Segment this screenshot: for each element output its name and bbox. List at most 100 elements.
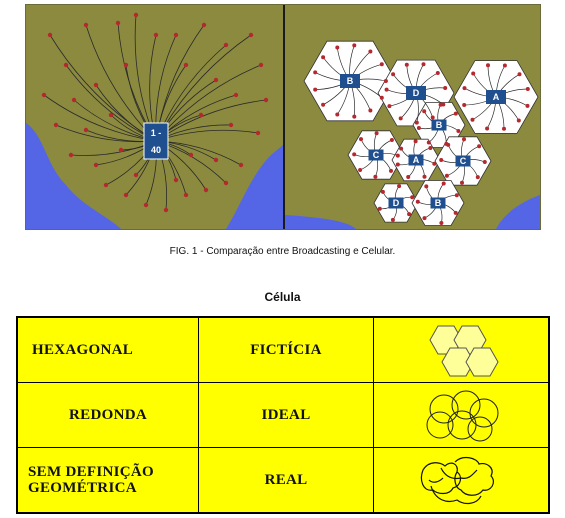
user-dot [133, 172, 139, 178]
user-dot [321, 102, 326, 107]
broadcast-users [41, 12, 269, 213]
user-dot [358, 168, 363, 172]
user-dot [335, 112, 340, 117]
user-dot [213, 157, 219, 163]
kind-cell: REAL [264, 471, 308, 488]
user-dot [422, 216, 427, 221]
user-dot [223, 42, 229, 48]
user-dot [68, 152, 74, 158]
user-dot [173, 177, 179, 183]
user-dot [223, 180, 229, 186]
cell-users [313, 43, 530, 225]
cell-tower-label: C [460, 156, 467, 166]
cell-tower-label: D [413, 88, 420, 98]
user-dot [198, 112, 204, 118]
user-dot [153, 32, 159, 38]
user-dot [517, 72, 522, 77]
shape-line-2: GEOMÉTRICA [28, 480, 137, 496]
user-dot [444, 173, 449, 178]
user-dot [416, 126, 421, 130]
user-dot [233, 92, 239, 98]
left-water [26, 123, 121, 229]
figure-caption: FIG. 1 - Comparação entre Broadcasting e… [169, 246, 396, 257]
cell-tower [455, 155, 471, 167]
round-cells-icon [374, 383, 548, 447]
user-dot [53, 122, 59, 128]
user-dot [163, 207, 169, 213]
user-dot [471, 71, 476, 76]
user-dot [93, 162, 99, 168]
right-water-2 [496, 195, 540, 229]
user-dot [395, 162, 400, 167]
user-dot [228, 122, 234, 128]
user-dot [456, 129, 461, 133]
kind-cell: IDEAL [261, 406, 311, 423]
user-dot [83, 22, 89, 28]
user-dot [407, 212, 412, 217]
user-dot [413, 139, 418, 144]
user-dot [390, 217, 395, 222]
user-dot [103, 182, 109, 188]
user-dot [404, 62, 409, 67]
user-dot [359, 137, 363, 142]
user-dot [446, 142, 451, 147]
table-row: HEXAGONAL FICTÍCIA [18, 318, 548, 382]
user-dot [453, 111, 458, 116]
cell-tower [340, 74, 360, 88]
user-dot [374, 131, 379, 136]
user-dot [389, 168, 393, 173]
user-dot [383, 79, 388, 83]
irregular-cells-icon [374, 448, 548, 512]
cell-tower [406, 86, 426, 100]
cell-tower [408, 154, 424, 166]
user-dot [248, 32, 254, 38]
user-dot [183, 192, 189, 198]
user-dot [143, 202, 149, 208]
user-dot [47, 32, 53, 38]
user-dot [415, 199, 420, 204]
user-dot [321, 55, 326, 60]
cell-tower [486, 90, 506, 104]
user-dot [133, 12, 139, 18]
shape-cell: REDONDA [69, 406, 147, 423]
user-dot [439, 221, 444, 225]
user-dot [525, 87, 530, 91]
user-dot [377, 206, 382, 211]
tower-label-line1: 1 - [151, 128, 162, 138]
cell-tower-label: D [393, 198, 400, 208]
user-dot [373, 174, 378, 179]
user-dot [123, 192, 129, 198]
tower-label-line2: 40 [151, 145, 161, 155]
user-dot [63, 62, 69, 68]
user-dot [123, 62, 129, 68]
user-dot [183, 62, 189, 68]
user-dot [71, 97, 77, 103]
user-dot [213, 77, 219, 83]
user-dot [313, 70, 318, 75]
cell-tower-label: A [413, 155, 420, 165]
user-dot [424, 184, 429, 189]
user-dot [462, 86, 467, 91]
broadcast-link [43, 94, 157, 142]
user-dot [453, 210, 458, 215]
table-row: SEM DEFINIÇÃO GEOMÉTRICA REAL [18, 448, 548, 512]
broadcast-links [43, 14, 267, 211]
user-dot [238, 162, 244, 168]
user-dot [502, 63, 507, 68]
user-dot [387, 104, 392, 109]
user-dot [502, 126, 506, 131]
user-dot [395, 153, 400, 158]
user-dot [368, 108, 373, 113]
cell-tower-label: B [435, 198, 442, 208]
user-dot [470, 117, 475, 122]
user-dot [384, 87, 389, 92]
shape-cell: SEM DEFINIÇÃO GEOMÉTRICA [18, 448, 208, 512]
user-dot [435, 71, 440, 75]
user-dot [422, 174, 427, 179]
user-dot [108, 112, 114, 118]
user-dot [258, 62, 264, 68]
panel-divider [283, 5, 285, 229]
user-dot [516, 118, 521, 123]
